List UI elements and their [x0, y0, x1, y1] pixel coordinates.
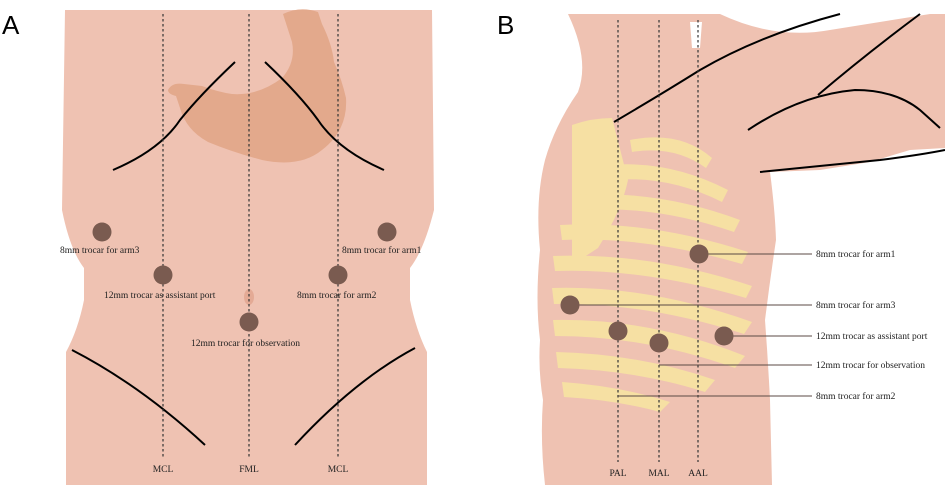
panel-a: A MCL FML MCL 8mm trocar for arm3 8mm tr… [2, 9, 434, 485]
label-b-arm2: 8mm trocar for arm2 [816, 391, 896, 402]
torso-front [62, 10, 434, 485]
left-iliac-curve [71, 349, 206, 446]
trocar-a-arm2 [328, 265, 348, 285]
left-rib-margin [112, 61, 236, 171]
arm-lower-line [759, 149, 945, 173]
label-a-arm3: 8mm trocar for arm3 [60, 245, 140, 256]
rib-7 [553, 319, 745, 368]
rib-2 [610, 164, 728, 202]
rib-5 [553, 255, 752, 298]
trocar-b-arm1 [689, 244, 709, 264]
label-a-arm1: 8mm trocar for arm1 [342, 245, 422, 256]
rib-3 [580, 194, 740, 232]
axis-label-mal: MAL [648, 469, 669, 479]
right-rib-margin [264, 61, 385, 171]
rib-cage [552, 137, 752, 412]
axis-label-fml: FML [239, 465, 259, 475]
rib-8 [556, 352, 715, 392]
trocar-a-observation [239, 312, 259, 332]
panel-b-letter: B [497, 10, 514, 40]
panel-b: B PAL MAL AAL [497, 10, 945, 485]
label-a-assistant: 12mm trocar as assistant port [104, 291, 216, 301]
trocar-b-assistant [714, 326, 734, 346]
arm-upper-line [613, 13, 841, 123]
navel [244, 289, 254, 305]
rib-9 [562, 382, 670, 412]
right-iliac-curve [294, 347, 416, 446]
label-a-arm2: 8mm trocar for arm2 [297, 290, 377, 301]
stomach-shape [168, 9, 347, 163]
label-b-arm3: 8mm trocar for arm3 [816, 300, 896, 311]
rib-4 [560, 224, 748, 264]
armpit-gap [690, 22, 702, 48]
trocar-a-arm3 [92, 222, 112, 242]
trocar-b-arm3 [560, 295, 580, 315]
axis-label-aal: AAL [688, 469, 708, 479]
label-b-assistant: 12mm trocar as assistant port [816, 332, 928, 342]
trocar-b-observation [649, 333, 669, 353]
label-a-observation: 12mm trocar for observation [191, 338, 300, 349]
axis-label-mcl-right: MCL [328, 465, 349, 475]
rib-1 [630, 137, 712, 168]
arm-line-2 [817, 13, 921, 96]
label-b-arm1: 8mm trocar for arm1 [816, 249, 896, 260]
rib-6 [552, 287, 752, 334]
trocar-b-arm2-port [608, 321, 628, 341]
label-b-observation: 12mm trocar for observation [816, 360, 925, 371]
trocar-a-arm1 [377, 222, 397, 242]
axis-label-mcl-left: MCL [153, 465, 174, 475]
arm-line-3 [747, 88, 941, 131]
axis-label-pal: PAL [609, 469, 626, 479]
panel-a-letter: A [2, 10, 20, 40]
trocar-a-assistant [153, 265, 173, 285]
